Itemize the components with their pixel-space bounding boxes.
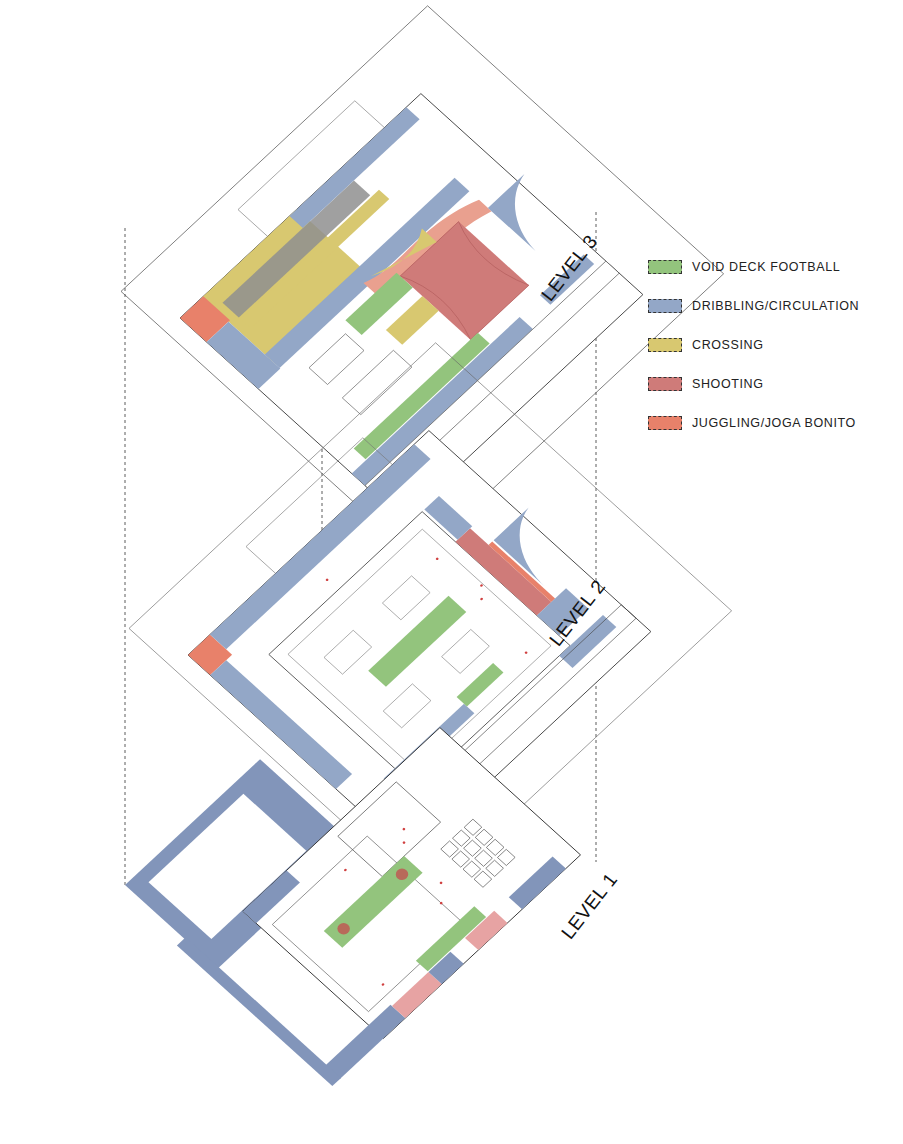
level-1-plan <box>118 661 581 1087</box>
legend-text: VOID DECK FOOTBALL <box>692 260 840 274</box>
level-label: LEVEL 1 <box>557 869 622 944</box>
legend-text: CROSSING <box>692 338 763 352</box>
legend-text: SHOOTING <box>692 377 763 391</box>
legend-swatch <box>648 260 682 274</box>
legend-row: VOID DECK FOOTBALL <box>648 258 840 276</box>
legend-row: CROSSING <box>648 336 763 354</box>
legend-swatch <box>648 338 682 352</box>
level-label: LEVEL 2 <box>545 576 610 651</box>
level-label: LEVEL 3 <box>537 231 602 306</box>
legend-text: DRIBBLING/CIRCULATION <box>692 299 859 313</box>
legend-swatch <box>648 416 682 430</box>
legend-text: JUGGLING/JOGA BONITO <box>692 416 856 430</box>
legend-row: JUGGLING/JOGA BONITO <box>648 414 856 432</box>
legend-swatch <box>648 377 682 391</box>
legend-row: SHOOTING <box>648 375 763 393</box>
legend-swatch <box>648 299 682 313</box>
legend-row: DRIBBLING/CIRCULATION <box>648 297 859 315</box>
